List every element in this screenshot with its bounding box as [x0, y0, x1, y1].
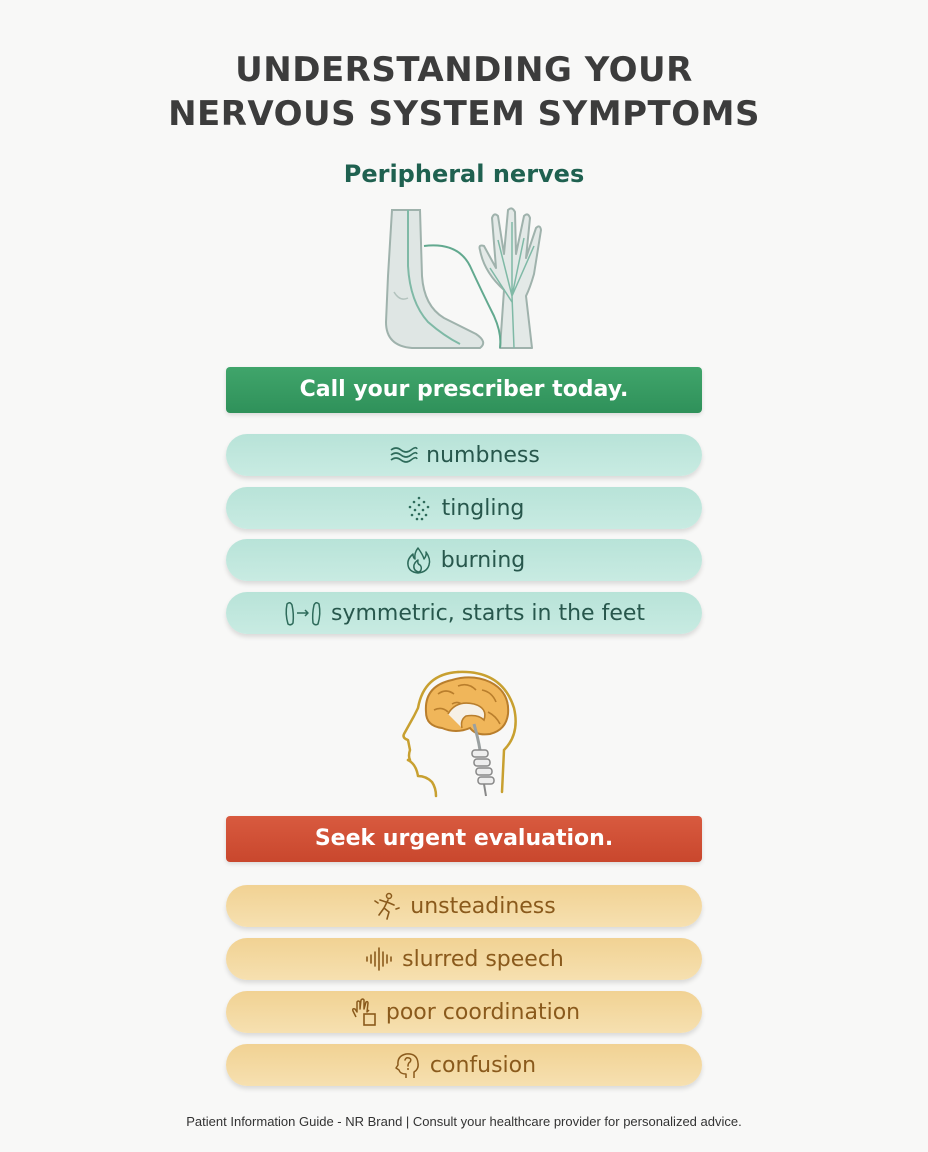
symptom-unsteadiness: unsteadiness [226, 885, 702, 927]
peripheral-heading: Peripheral nerves [343, 160, 585, 188]
call-prescriber-banner: Call your prescriber today. [226, 367, 702, 413]
symptom-confusion: confusion [226, 1044, 702, 1086]
symptom-label: unsteadiness [410, 893, 556, 919]
symptom-label: tingling [441, 495, 525, 521]
page-title-line-2: NERVOUS SYSTEM SYMPTOMS [168, 94, 760, 134]
head-question-icon [392, 1050, 422, 1080]
hand-block-icon [348, 997, 378, 1027]
symptom-tingling: tingling [226, 487, 702, 529]
symptom-burning: burning [226, 539, 702, 581]
symptom-label: slurred speech [402, 946, 564, 972]
symptom-slurred-speech: slurred speech [226, 938, 702, 980]
symptom-label: numbness [426, 442, 540, 468]
foot-hand-nerves-illustration [384, 207, 542, 349]
falling-person-icon [372, 891, 402, 921]
symptom-label: symmetric, starts in the feet [330, 600, 646, 626]
feet-arrow-icon [283, 598, 323, 628]
symptom-poor-coordination: poor coordination [226, 991, 702, 1033]
symptom-symmetric: symmetric, starts in the feet [226, 592, 702, 634]
head-brain-illustration [402, 670, 517, 798]
footer-disclaimer: Patient Information Guide - NR Brand | C… [186, 1114, 742, 1129]
symptom-label: poor coordination [385, 999, 581, 1025]
sound-wave-icon [364, 944, 394, 974]
symptom-numbness: numbness [226, 434, 702, 476]
wave-lines-icon [388, 440, 418, 470]
flame-icon [403, 545, 433, 575]
dots-spark-icon [404, 493, 434, 523]
page-title-line-1: UNDERSTANDING YOUR [235, 50, 693, 90]
seek-urgent-banner: Seek urgent evaluation. [226, 816, 702, 862]
symptom-label: burning [440, 547, 526, 573]
symptom-label: confusion [429, 1052, 537, 1078]
page-title: UNDERSTANDING YOUR NERVOUS SYSTEM SYMPTO… [0, 48, 928, 136]
